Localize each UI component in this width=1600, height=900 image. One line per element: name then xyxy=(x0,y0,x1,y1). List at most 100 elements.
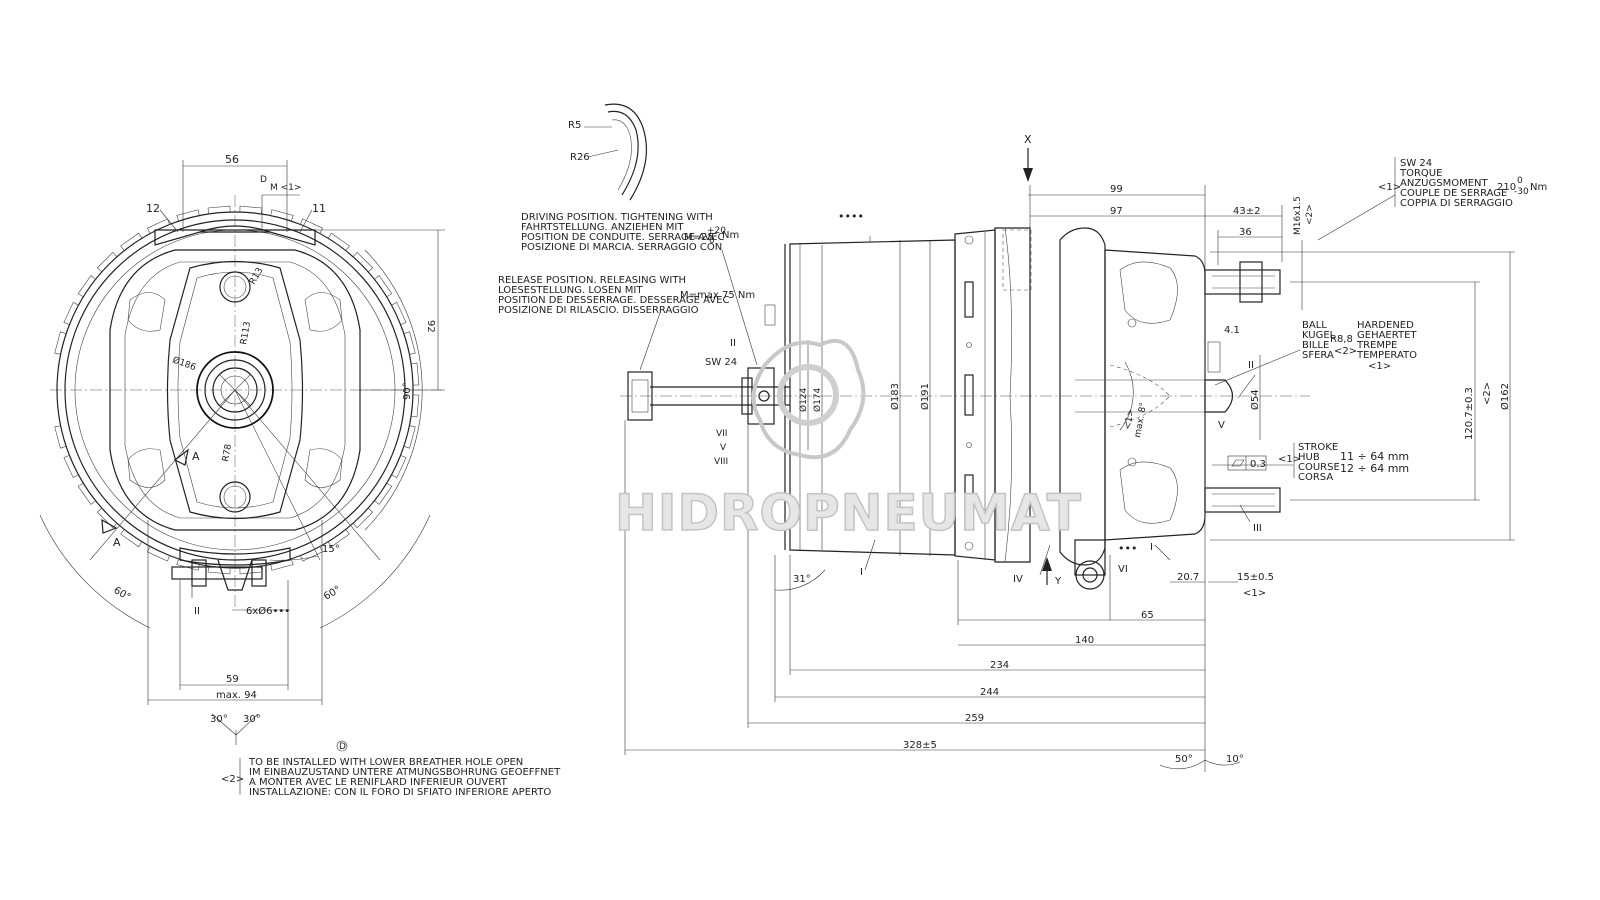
watermark-ring-icon xyxy=(777,364,839,426)
dim-angle-31: 31° xyxy=(793,574,811,585)
ball-line-3: BILLE xyxy=(1302,340,1329,351)
body-rib xyxy=(403,425,416,449)
install-note: D <2> TO BE INSTALLED WITH LOWER BREATHE… xyxy=(221,740,561,798)
torque-line-2: TORQUE xyxy=(1399,168,1442,179)
body-rib xyxy=(411,394,420,418)
callout-11: 11 xyxy=(312,202,326,215)
dim-tilt-left: 30° xyxy=(210,714,228,725)
release-line-4: POSIZIONE DI RILASCIO. DISSERRAGGIO xyxy=(498,305,699,316)
ball-right-4: TEMPERATO xyxy=(1356,350,1417,361)
torque-tol-upper: 0 xyxy=(1517,176,1523,186)
dim-holes: 6xØ6••• xyxy=(246,605,290,617)
dim-36: 36 xyxy=(1239,227,1252,238)
dim-59: 59 xyxy=(226,674,239,685)
body-rib xyxy=(146,546,170,562)
body-rib xyxy=(176,209,200,222)
body-rib xyxy=(327,232,350,251)
stroke-value-1: 11 ÷ 64 mm xyxy=(1340,450,1409,463)
dim-d124: Ø124 xyxy=(798,387,809,412)
body-rib xyxy=(54,425,67,449)
dim-r5: R5 xyxy=(568,120,581,131)
body-rib xyxy=(239,205,263,214)
body-rib xyxy=(96,507,118,529)
release-line-2: LOESESTELLUNG. LOSEN MIT xyxy=(498,285,643,296)
body-rib xyxy=(96,251,118,273)
callout-iii: III xyxy=(1253,523,1262,534)
torque-marker: <1> xyxy=(1378,182,1401,193)
torque-unit: Nm xyxy=(1530,182,1547,193)
dim-sw24: SW 24 xyxy=(705,357,737,368)
dim-140: 140 xyxy=(1075,635,1094,646)
dim-65: 65 xyxy=(1141,610,1154,621)
dim-r78: R78 xyxy=(221,443,234,462)
watermark: HIDROPNEUMAT xyxy=(614,339,1082,543)
torque-note: <1> SW 24 TORQUE ANZUGSMOMENT COUPLE DE … xyxy=(1378,157,1547,209)
callout-v-left: V xyxy=(720,443,727,453)
dim-max-94: max. 94 xyxy=(216,690,257,701)
driving-line-3: POSITION DE CONDUITE. SERRAGE AVEC xyxy=(521,232,724,243)
callout-viii: VIII xyxy=(714,457,728,467)
callout-v: V xyxy=(1218,420,1225,431)
release-line-3: POSITION DE DESSERRAGE. DESSERAGE AVEC xyxy=(498,295,729,306)
dim-120-7: 120.7±0.3 xyxy=(1464,387,1475,440)
driving-torque-value: M=25 xyxy=(684,232,714,243)
flatness-tolerance: 0.3 xyxy=(1250,459,1266,470)
front-view xyxy=(39,160,445,745)
install-line-4: INSTALLAZIONE: CON IL FORO DI SFIATO INF… xyxy=(249,787,551,798)
callout-ii-right: II xyxy=(1248,360,1254,371)
body-rib xyxy=(411,362,420,386)
dim-92: 92 xyxy=(425,320,436,333)
install-ref: D xyxy=(339,742,346,752)
dim-max-8: max. 8° xyxy=(1133,402,1149,439)
body-rib xyxy=(352,251,374,273)
stroke-label-2: HUB xyxy=(1298,452,1320,463)
body-rib xyxy=(146,218,170,234)
driving-torque-tol-lower: 0 xyxy=(709,236,715,246)
body-rib xyxy=(207,566,231,575)
body-rib xyxy=(77,275,96,298)
ball-right-3: TREMPE xyxy=(1356,340,1397,351)
body-rib xyxy=(352,507,374,529)
body-rib xyxy=(120,232,143,251)
dim-thread: M16x1.5 xyxy=(1293,196,1303,235)
dim-244: 244 xyxy=(980,687,999,698)
body-rib xyxy=(374,482,393,505)
torque-tol-lower: -30 xyxy=(1514,187,1529,197)
body-rib xyxy=(403,331,416,355)
driving-position-note: DRIVING POSITION. TIGHTENING WITH FAHRTS… xyxy=(521,212,758,366)
dim-15: 15±0.5 xyxy=(1237,572,1274,583)
body-rib xyxy=(63,301,79,325)
dim-angle-90: 90° xyxy=(402,382,413,400)
callout-ii-front: II xyxy=(194,606,200,617)
callout-12: 12 xyxy=(146,202,160,215)
callout-i-right: I xyxy=(1150,542,1153,553)
dim-pcd-186: Ø186 xyxy=(171,354,198,373)
dim-r26: R26 xyxy=(570,152,590,163)
stroke-marker: <1> xyxy=(1278,454,1301,465)
side-view-labels: X Y 99 97 43±2 36 M16x1.5 <2> Ø183 Ø191 … xyxy=(705,133,1511,765)
ball-line-2: KUGEL xyxy=(1302,330,1336,341)
dim-r113: R113 xyxy=(239,321,253,346)
stroke-label-1: STROKE xyxy=(1298,442,1338,453)
dim-20-7: 20.7 xyxy=(1177,572,1199,583)
dim-56: 56 xyxy=(225,153,239,166)
stars-top: •••• xyxy=(838,210,864,223)
driving-torque-unit: Nm xyxy=(722,230,739,241)
body-rib xyxy=(327,529,350,548)
ball-marker-2: <1> xyxy=(1368,361,1391,372)
dim-120-7-marker: <2> xyxy=(1482,382,1493,405)
dim-angle-60-left: 60° xyxy=(112,585,133,603)
dim-97: 97 xyxy=(1110,206,1123,217)
dim-15-marker: <1> xyxy=(1243,588,1266,599)
callout-iv: IV xyxy=(1013,574,1023,585)
callout-d: D xyxy=(260,175,267,185)
stroke-note: <1> STROKE HUB COURSE CORSA 11 ÷ 64 mm 1… xyxy=(1278,442,1409,483)
ball-size: R8,8 xyxy=(1330,334,1353,345)
torque-value: 210 xyxy=(1497,182,1516,193)
body-rib xyxy=(391,301,407,325)
install-line-1: TO BE INSTALLED WITH LOWER BREATHER HOLE… xyxy=(248,757,523,768)
dim-43: 43±2 xyxy=(1233,206,1260,217)
callout-y: Y xyxy=(1054,576,1062,587)
ball-line-4: SFERA xyxy=(1302,350,1334,361)
